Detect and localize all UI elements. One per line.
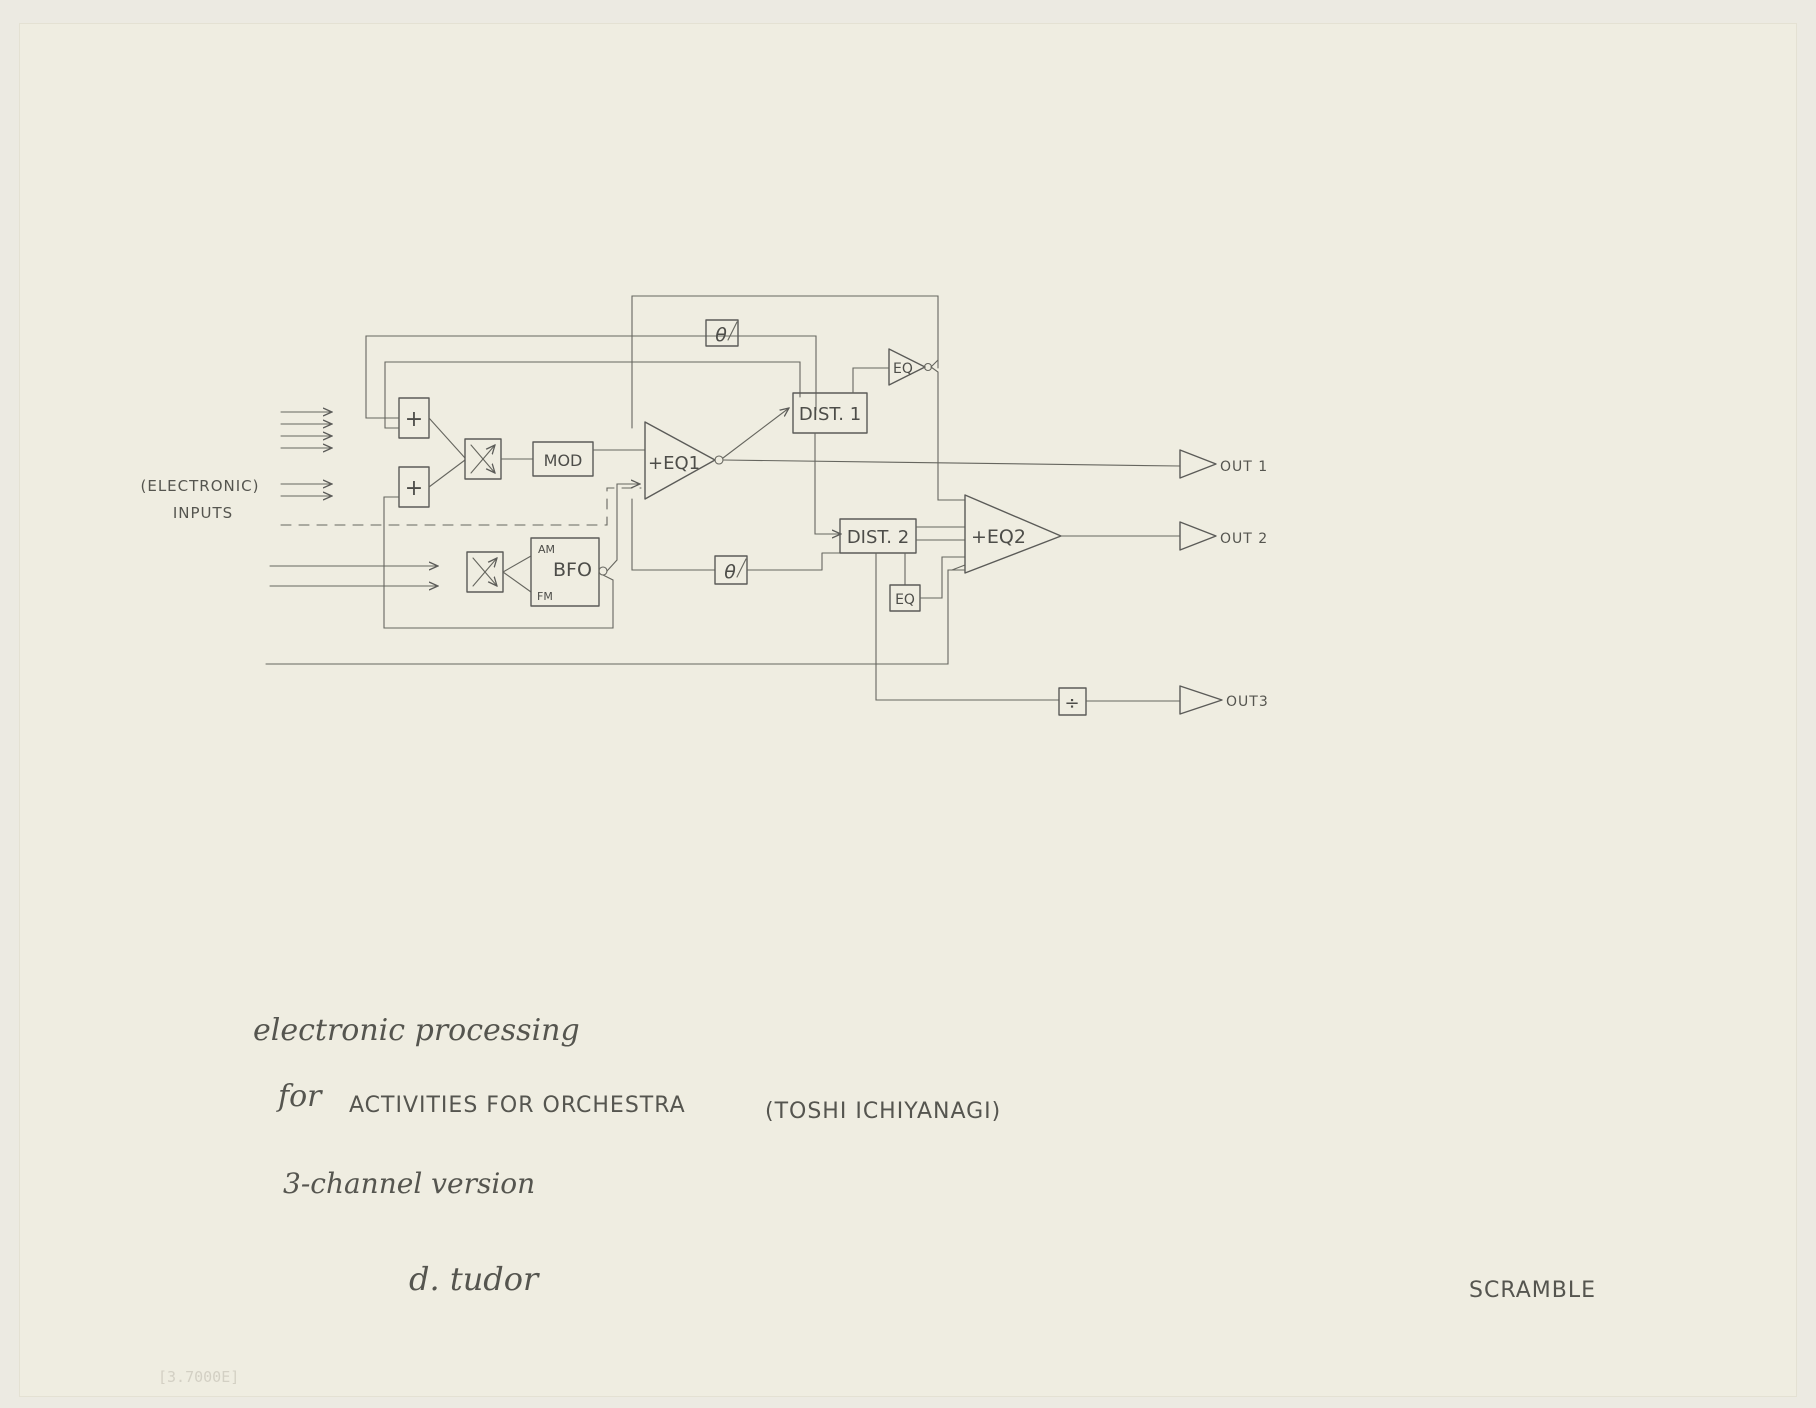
inputs-label-2: INPUTS <box>173 504 233 522</box>
output-3: OUT3 <box>1179 685 1269 715</box>
svg-text:θ: θ <box>724 561 736 583</box>
note-signature: d. tudor <box>409 1260 540 1298</box>
eq2-amplifier <box>964 494 1062 574</box>
svg-text:÷: ÷ <box>1064 693 1079 714</box>
note-version: 3-channel version <box>283 1167 535 1200</box>
input-arrows-middle <box>280 484 332 496</box>
output-1: OUT 1 <box>1179 449 1268 479</box>
svg-text:+EQ2: +EQ2 <box>971 526 1026 548</box>
note-work-title: ACTIVITIES FOR ORCHESTRA <box>349 1093 686 1118</box>
svg-text:+EQ1: +EQ1 <box>648 453 700 474</box>
svg-text:DIST. 1: DIST. 1 <box>799 404 861 425</box>
svg-text:+: + <box>405 407 423 432</box>
note-scramble: SCRAMBLE <box>1469 1278 1596 1303</box>
svg-text:AM: AM <box>538 543 555 556</box>
paper-sheet <box>20 24 1796 1396</box>
output-2: OUT 2 <box>1179 521 1268 551</box>
eq1-amplifier <box>644 421 716 500</box>
svg-text:MOD: MOD <box>544 451 583 470</box>
dashed-signal-line <box>280 487 642 526</box>
note-for: for <box>276 1079 323 1114</box>
input-arrows-top <box>280 412 332 448</box>
phase-shifter-top <box>705 319 739 347</box>
svg-text:EQ: EQ <box>893 361 913 377</box>
archive-stamp: [3.7000E] <box>158 1368 239 1386</box>
input-arrows-bottom <box>269 566 438 586</box>
svg-text:+: + <box>405 476 423 501</box>
scrambler-icon-2 <box>466 551 504 593</box>
svg-text:θ: θ <box>715 324 727 346</box>
svg-text:OUT 2: OUT 2 <box>1220 531 1268 547</box>
dist2-block <box>839 518 917 554</box>
eq-top-amplifier <box>888 348 926 386</box>
svg-text:DIST. 2: DIST. 2 <box>847 527 909 548</box>
adder-to-scrambler-lines <box>428 417 466 488</box>
scrambler-icon <box>464 438 502 480</box>
svg-text:OUT3: OUT3 <box>1226 694 1269 710</box>
inputs-label: (ELECTRONIC) <box>141 477 260 495</box>
svg-text:FM: FM <box>537 590 553 603</box>
dist1-block <box>792 392 868 434</box>
note-title: electronic processing <box>253 1013 580 1048</box>
svg-text:EQ: EQ <box>895 592 915 608</box>
note-composer: (TOSHI ICHIYANAGI) <box>765 1099 1001 1124</box>
mod-block <box>532 441 594 477</box>
svg-text:OUT 1: OUT 1 <box>1220 459 1268 475</box>
svg-text:BFO: BFO <box>553 559 592 581</box>
